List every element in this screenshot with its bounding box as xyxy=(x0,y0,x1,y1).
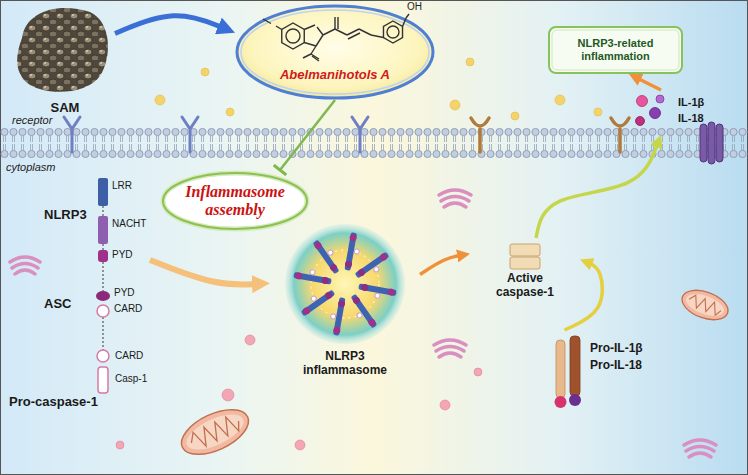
node-label: PYD xyxy=(112,249,133,261)
precursor-group: Pro-IL-1βPro-IL-18 xyxy=(545,330,695,410)
region-label: cytoplasm xyxy=(6,161,56,174)
connector xyxy=(636,77,661,90)
node-label: NLRP3-related inflammation xyxy=(561,37,671,62)
node-label: NLRP3 xyxy=(44,208,87,223)
node-label: Inflammasome assembly xyxy=(170,183,300,220)
connector xyxy=(280,100,335,170)
connector xyxy=(115,16,225,34)
node-label: NACHT xyxy=(112,218,146,230)
connector xyxy=(420,255,462,274)
receptor-symbol xyxy=(471,118,629,152)
protein-domains: NLRP3 LRR NACHT PYD xyxy=(40,170,150,270)
node-label: IL-1β xyxy=(678,96,704,109)
cytokine-dots xyxy=(636,95,665,126)
node-label: Active caspase-1 xyxy=(485,272,565,300)
node-label: Pro-IL-18 xyxy=(590,359,642,373)
node-label: CARD xyxy=(114,303,142,315)
precursor-symbol xyxy=(555,336,582,408)
node-label: IL-18 xyxy=(678,112,704,125)
golgi-symbol xyxy=(10,190,716,457)
connector xyxy=(150,260,259,284)
complex-circle: NLRP3 inflammasome xyxy=(270,222,420,397)
adaptor-domains: ASC PYD CARD xyxy=(40,285,150,335)
channel-symbol xyxy=(700,122,723,164)
outcome-box: NLRP3-related inflammation xyxy=(548,26,683,74)
mitochondrion-symbol xyxy=(175,285,732,464)
cell-membrane xyxy=(0,128,748,158)
enzyme-symbol xyxy=(510,244,540,269)
connector xyxy=(536,142,658,238)
cytokine-group: IL-1βIL-18 xyxy=(628,90,738,135)
receptor-symbol xyxy=(64,117,368,152)
molecule-structure xyxy=(263,17,406,61)
node-label: Abelmanihotols A xyxy=(235,68,435,83)
node-label: Casp-1 xyxy=(115,373,147,385)
domain-symbols xyxy=(96,178,110,393)
vesicle-dots xyxy=(116,335,482,450)
seed-image: SAM xyxy=(15,4,115,122)
node-label: NLRP3 inflammasome xyxy=(295,350,395,378)
connector xyxy=(565,262,603,330)
enzyme-block: Active caspase-1 xyxy=(470,238,580,310)
bond-line xyxy=(406,14,409,18)
inflammasome-spokes xyxy=(293,232,397,336)
protein-domains: Pro-caspase-1 CARD Casp-1 xyxy=(5,345,155,417)
node-label: ASC xyxy=(44,297,71,312)
node-label: Pro-IL-1β xyxy=(590,342,643,356)
node-label: CARD xyxy=(115,350,143,362)
region-label: receptor xyxy=(12,114,52,127)
seed-pile xyxy=(17,8,108,92)
node-label: Pro-caspase-1 xyxy=(9,395,98,410)
node-label: PYD xyxy=(114,287,135,299)
node-outline xyxy=(235,4,435,100)
node-label: SAM xyxy=(15,101,115,116)
compound-ellipse: Abelmanihotols A xyxy=(235,4,435,100)
process-ellipse: Inflammasome assembly xyxy=(160,170,310,232)
atom-label: OH xyxy=(407,1,422,13)
node-label: LRR xyxy=(112,180,132,192)
